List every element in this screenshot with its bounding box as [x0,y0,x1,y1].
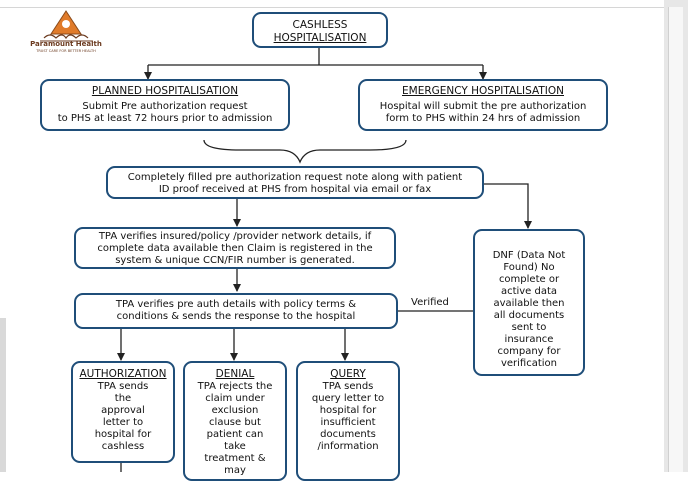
planned-hospitalisation-box: PLANNED HOSPITALISATION Submit Pre autho… [40,79,290,131]
preauth-line1: TPA verifies pre auth details with polic… [115,299,357,310]
dnf-line: Found) No [503,262,555,273]
logo-tagline: TRUST CARE FOR BETTER HEALTH [36,49,96,53]
authorization-line: the [114,393,132,404]
denial-box: DENIAL TPA rejects the claim under exclu… [183,361,287,481]
denial-line: claim under [205,393,265,404]
denial-line: exclusion [211,405,259,416]
tpa-verify-line1: TPA verifies insured/policy /provider ne… [98,231,372,242]
planned-title: PLANNED HOSPITALISATION [91,85,239,97]
dnf-line: available then [493,298,565,309]
emergency-title: EMERGENCY HOSPITALISATION [402,85,564,97]
dnf-line: active data [500,286,558,297]
query-line: documents [320,429,376,440]
planned-line2: to PHS at least 72 hours prior to admiss… [57,113,273,124]
request-note-line2: ID proof received at PHS from hospital v… [158,184,432,195]
denial-line: treatment & [204,453,266,464]
denial-line: clause but [209,417,261,428]
connector-request-to-dnf [484,183,532,229]
verified-label: Verified [411,297,449,308]
dnf-line: DNF (Data Not [492,250,566,261]
dnf-line: insurance [504,334,554,345]
paramount-health-logo [40,10,92,42]
scrollbar-thumb[interactable] [668,7,683,472]
root-title-line1: CASHLESS [292,19,348,31]
request-note-line1: Completely filled pre authorization requ… [127,172,463,183]
cashless-hospitalisation-box: CASHLESS HOSPITALISATION [252,12,388,48]
denial-line: TPA rejects the [197,381,273,392]
query-line: insufficient [320,417,376,428]
authorization-line: TPA sends [97,381,149,392]
left-edge-strip [0,318,6,472]
query-line: query letter to [311,393,385,404]
tpa-verification-box: TPA verifies insured/policy /provider ne… [74,227,396,269]
emergency-line1: Hospital will submit the pre authorizati… [379,101,587,112]
tpa-verify-line2: complete data available then Claim is re… [97,243,373,254]
authorization-line: hospital for [94,429,152,440]
query-line: /information [317,441,379,452]
dnf-line: company for [497,346,561,357]
emergency-hospitalisation-box: EMERGENCY HOSPITALISATION Hospital will … [358,79,608,131]
dnf-line: complete or [498,274,560,285]
query-line: TPA sends [322,381,374,392]
denial-line: may [224,465,246,476]
logo-name: Paramount Health [30,40,102,48]
dnf-line: verification [500,358,558,369]
preauth-line2: conditions & sends the response to the h… [116,311,356,322]
emergency-line2: form to PHS within 24 hrs of admission [385,113,581,124]
page-top-rule [0,7,664,8]
authorization-title: AUTHORIZATION [79,368,167,380]
denial-line: take [224,441,246,452]
dnf-box: DNF (Data Not Found) No complete or acti… [473,229,585,376]
authorization-line: letter to [102,417,144,428]
root-title-line2: HOSPITALISATION [273,32,367,44]
preauth-verification-box: TPA verifies pre auth details with polic… [74,293,398,329]
query-title: QUERY [330,368,366,380]
tpa-verify-line3: system & unique CCN/FIR number is genera… [115,255,355,266]
merge-brace [203,139,407,164]
authorization-line: approval [101,405,145,416]
authorization-line: cashless [101,441,145,452]
authorization-box: AUTHORIZATION TPA sends the approval let… [71,361,175,463]
dnf-line: all documents [493,310,565,321]
planned-line1: Submit Pre authorization request [82,101,248,112]
denial-title: DENIAL [215,368,255,380]
request-note-box: Completely filled pre authorization requ… [106,166,484,199]
query-line: hospital for [319,405,377,416]
denial-line: patient can [206,429,264,440]
query-box: QUERY TPA sends query letter to hospital… [296,361,400,481]
dnf-line: sent to [511,322,547,333]
